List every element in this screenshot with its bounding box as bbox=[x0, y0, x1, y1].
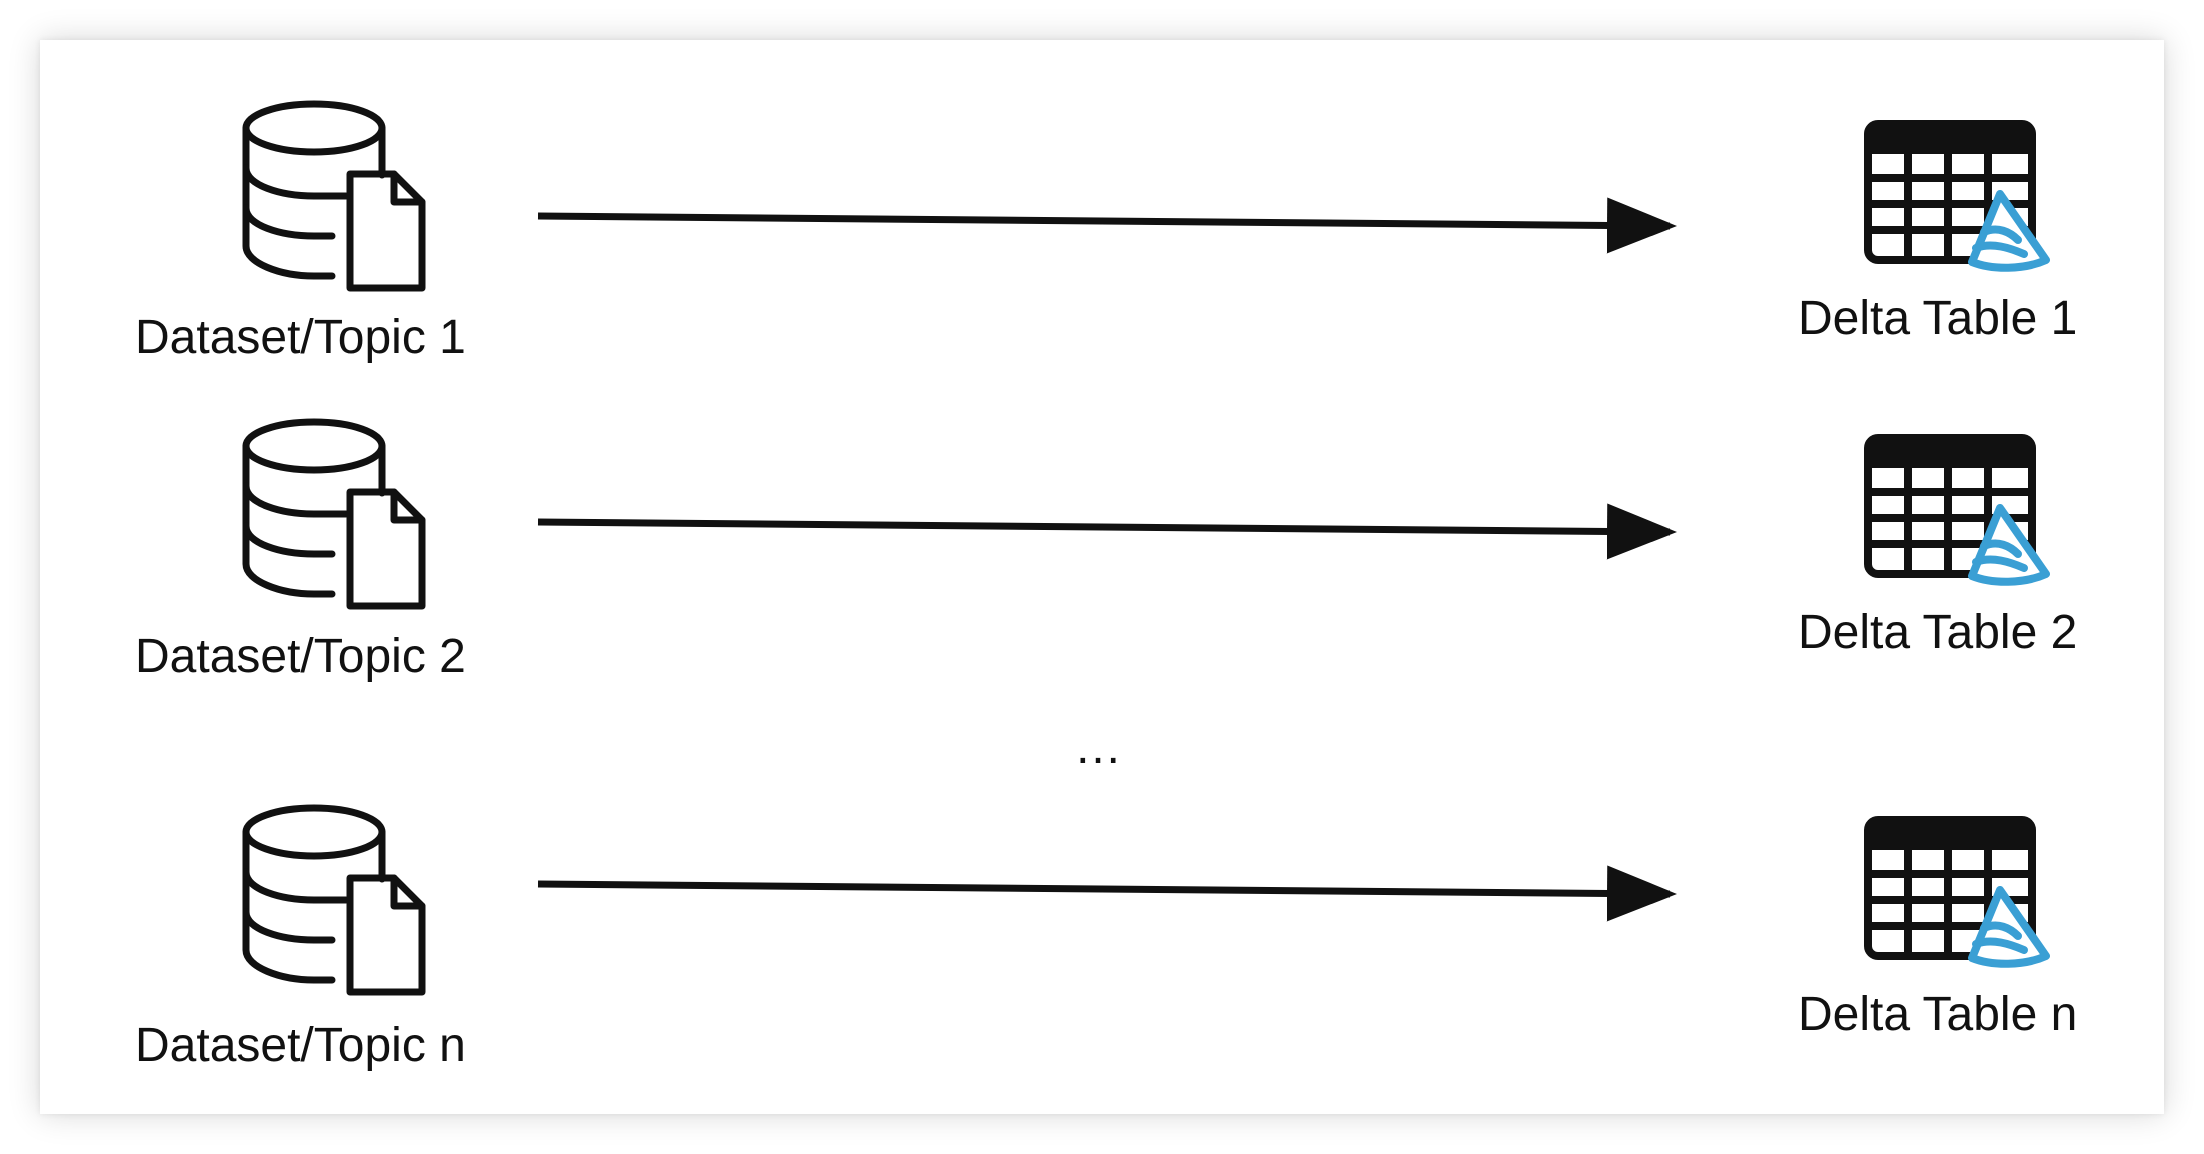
arrow-row-n bbox=[537, 865, 1677, 922]
target-label-2: Delta Table 2 bbox=[1798, 606, 2078, 659]
diagram-canvas bbox=[40, 40, 2164, 1114]
database-file-icon bbox=[246, 104, 422, 288]
delta-table-icon bbox=[1868, 820, 2046, 964]
database-file-icon bbox=[246, 422, 422, 606]
source-label-2: Dataset/Topic 2 bbox=[135, 630, 466, 683]
delta-table-icon bbox=[1868, 438, 2046, 582]
target-label-n: Delta Table n bbox=[1798, 988, 2078, 1041]
database-file-icon bbox=[246, 808, 422, 992]
arrow-row-2 bbox=[537, 503, 1677, 560]
source-label-n: Dataset/Topic n bbox=[135, 1019, 466, 1072]
source-label-1: Dataset/Topic 1 bbox=[135, 311, 466, 364]
delta-table-icon bbox=[1868, 124, 2046, 268]
ellipsis: … bbox=[1074, 721, 1124, 774]
target-label-1: Delta Table 1 bbox=[1798, 292, 2078, 345]
arrow-row-1 bbox=[537, 197, 1677, 254]
diagram-card: Dataset/Topic 1 Dataset/Topic 2 Dataset/… bbox=[40, 40, 2164, 1114]
